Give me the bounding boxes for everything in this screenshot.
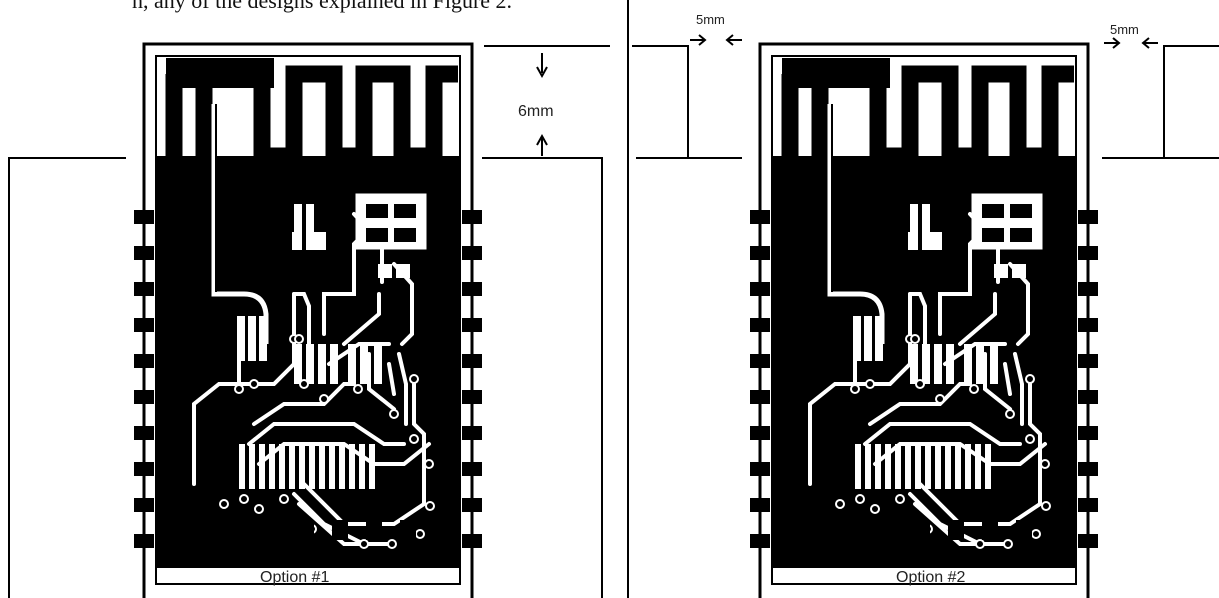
option2-module [750, 44, 1098, 598]
option2-group: 5mm 5mm Option #2 [632, 12, 1219, 598]
option2-left-gap-label: 5mm [696, 12, 725, 27]
option2-right-gap-label: 5mm [1110, 22, 1139, 37]
option2-host-board-left-notch [632, 45, 689, 159]
option1-host-board-outline [8, 157, 603, 598]
option1-label: Option #1 [260, 569, 329, 586]
arrow-right-icon [1104, 37, 1121, 49]
arrow-down-icon [536, 66, 548, 79]
option2-host-board-right-notch [1102, 45, 1219, 159]
arrow-left-icon [1141, 37, 1158, 49]
option2-label: Option #2 [896, 569, 965, 586]
option1-module [134, 44, 482, 598]
option1-group: 6mm Option #1 [8, 44, 610, 598]
cropped-caption-text: n, any of the designs explained in Figur… [132, 0, 513, 13]
option1-dimension-label: 6mm [518, 103, 554, 120]
arrow-left-icon [725, 34, 742, 46]
arrow-right-icon [690, 34, 707, 46]
arrow-up-icon [536, 133, 548, 146]
